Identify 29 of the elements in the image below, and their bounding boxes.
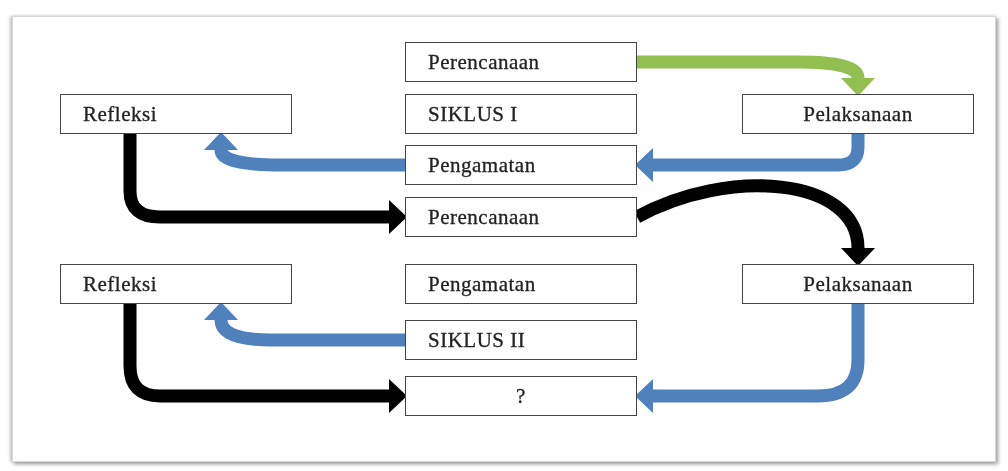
curved-arrow bbox=[204, 132, 405, 172]
curved-arrow bbox=[123, 134, 407, 234]
step-box bbox=[405, 320, 637, 360]
step-box bbox=[405, 264, 637, 304]
curved-arrow bbox=[204, 302, 405, 347]
step-box bbox=[405, 376, 637, 416]
step-box bbox=[405, 94, 637, 134]
curved-arrow bbox=[635, 134, 865, 182]
step-box bbox=[405, 197, 637, 237]
step-label: Pelaksanaan bbox=[803, 101, 913, 127]
step-label: Perencanaan bbox=[428, 49, 540, 75]
step-label: Pengamatan bbox=[428, 271, 536, 297]
step-label: SIKLUS II bbox=[428, 327, 526, 353]
step-box bbox=[742, 264, 974, 304]
step-box bbox=[405, 145, 637, 185]
step-label: ? bbox=[516, 383, 526, 409]
curved-arrow bbox=[123, 304, 407, 413]
step-label: Refleksi bbox=[83, 271, 157, 297]
step-label: Perencanaan bbox=[428, 204, 540, 230]
step-label: SIKLUS I bbox=[428, 101, 518, 127]
step-label: Refleksi bbox=[83, 101, 157, 127]
step-box bbox=[60, 94, 292, 134]
curved-arrow bbox=[637, 55, 875, 96]
step-box bbox=[742, 94, 974, 134]
step-label: Pengamatan bbox=[428, 152, 536, 178]
curved-arrow bbox=[635, 304, 865, 413]
step-label: Pelaksanaan bbox=[803, 271, 913, 297]
step-box bbox=[60, 264, 292, 304]
step-box bbox=[405, 42, 637, 82]
